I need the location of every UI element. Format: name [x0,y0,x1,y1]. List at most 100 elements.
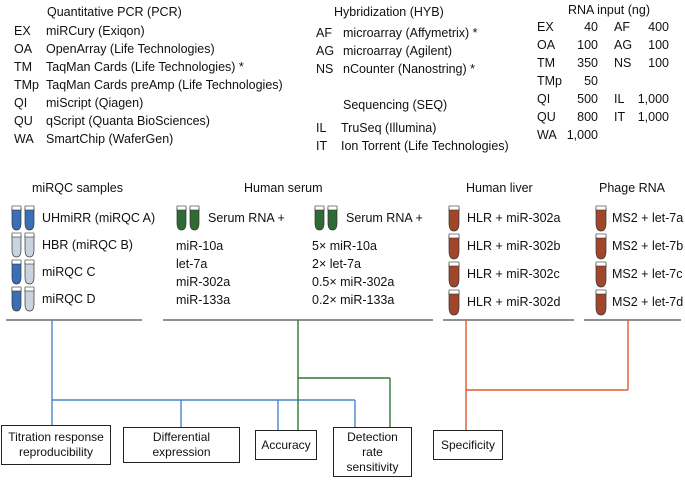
rna-code: AF [614,20,630,34]
pcr-name: miScript (Qiagen) [46,96,144,110]
pcr-name: SmartChip (WaferGen) [46,132,174,146]
rna-value: 50 [584,74,598,88]
rna-code: IT [614,110,626,124]
pcr-title: Quantitative PCR (PCR) [47,5,182,19]
pcr-name: TaqMan Cards (Life Technologies) * [46,60,244,74]
rna-code: EX [537,20,554,34]
mirqc-sample-label: HBR (miRQC B) [42,238,133,252]
rna-value: 800 [577,110,598,124]
rna-value: 100 [648,56,669,70]
tube-icon [595,233,607,260]
serum-title: Human serum [244,181,323,195]
tube-icon [595,289,607,316]
detection-label: Detection rate sensitivity [346,429,399,474]
pcr-name: miRCury (Exiqon) [46,24,145,38]
serum-mirna: miR-133a [176,293,231,307]
pcr-code: WA [14,132,34,146]
phage-tubes [595,205,607,316]
tube-icon [11,205,22,231]
serum-mirna: let-7a [176,257,208,271]
rna-code: QI [537,92,551,106]
differential-label: Differential expression [152,430,211,459]
specificity-box: Specificity [433,430,503,460]
mirqc-sample-label: UHmiRR (miRQC A) [42,211,156,225]
serum-mirna-dose: 0.2× miR-133a [312,293,395,307]
tube-icon [327,205,338,231]
serum-tubes [176,205,338,231]
connector-specificity [465,320,629,430]
pcr-name: TaqMan Cards preAmp (Life Technologies) [46,78,283,92]
hyb-code: NS [316,62,334,76]
rna-value: 1,000 [566,128,598,142]
rna-code: QU [537,110,556,124]
tube-icon [24,232,35,258]
pcr-code: TM [14,60,33,74]
detection-box: Detection rate sensitivity [333,427,412,477]
rna-code: NS [614,56,632,70]
hyb-name: nCounter (Nanostring) * [343,62,476,76]
titration-box: Titration response reproducibility [1,425,111,465]
tube-icon [24,286,35,312]
tube-icon [448,233,460,260]
pcr-code: QI [14,96,28,110]
tube-icon [448,261,460,288]
pcr-code: OA [14,42,33,56]
serum-mirna-dose: 5× miR-10a [312,239,377,253]
rna-code: OA [537,38,556,52]
rna-code: TMp [537,74,562,88]
connector-serum [297,320,391,430]
accuracy-label: Accuracy [261,437,311,452]
tube-icon [595,205,607,232]
tube-icon [24,205,35,231]
liver-title: Human liver [466,181,533,195]
serum-label-b: Serum RNA + [346,211,423,225]
rna-code: IL [614,92,625,106]
phage-sample-label: MS2 + let-7c [612,267,683,281]
specificity-label: Specificity [440,437,496,452]
seq-name: Ion Torrent (Life Technologies) [341,139,509,153]
mirqc-tubes [11,205,35,312]
rna-code: AG [614,38,633,52]
rna-value: 500 [577,92,598,106]
mirqc-sample-label: miRQC C [42,265,96,279]
seq-code: IL [316,121,327,135]
seq-code: IT [316,139,328,153]
tube-icon [24,259,35,285]
liver-sample-label: HLR + miR-302d [467,295,561,309]
hyb-name: microarray (Agilent) [343,44,453,58]
phage-sample-label: MS2 + let-7b [612,239,684,253]
serum-mirna-dose: 2× let-7a [312,257,361,271]
tube-icon [314,205,325,231]
liver-sample-label: HLR + miR-302a [467,211,561,225]
mirqc-title: miRQC samples [32,181,123,195]
tube-icon [11,232,22,258]
tube-icon [11,259,22,285]
pcr-name: qScript (Quanta BioSciences) [46,114,210,128]
rna-input-title: RNA input (ng) [568,3,650,17]
serum-mirna-dose: 0.5× miR-302a [312,275,395,289]
phage-sample-label: MS2 + let-7d [612,295,684,309]
tube-icon [189,205,200,231]
hyb-code: AG [316,44,335,58]
serum-label-a: Serum RNA + [208,211,285,225]
hyb-name: microarray (Affymetrix) * [343,26,478,40]
hyb-code: AF [316,26,332,40]
tube-icon [448,205,460,232]
mirqc-sample-label: miRQC D [42,292,96,306]
accuracy-box: Accuracy [255,430,317,460]
tube-icon [11,286,22,312]
serum-mirna: miR-10a [176,239,224,253]
titration-label: Titration response reproducibility [8,430,104,459]
rna-value: 1,000 [637,110,669,124]
seq-name: TruSeq (Illumina) [341,121,437,135]
tube-icon [176,205,187,231]
differential-box: Differential expression [123,427,240,463]
rna-value: 400 [648,20,669,34]
pcr-code: QU [14,114,33,128]
rna-value: 100 [577,38,598,52]
rna-value: 1,000 [637,92,669,106]
tube-icon [448,289,460,316]
liver-sample-label: HLR + miR-302c [467,267,560,281]
phage-sample-label: MS2 + let-7a [612,211,684,225]
